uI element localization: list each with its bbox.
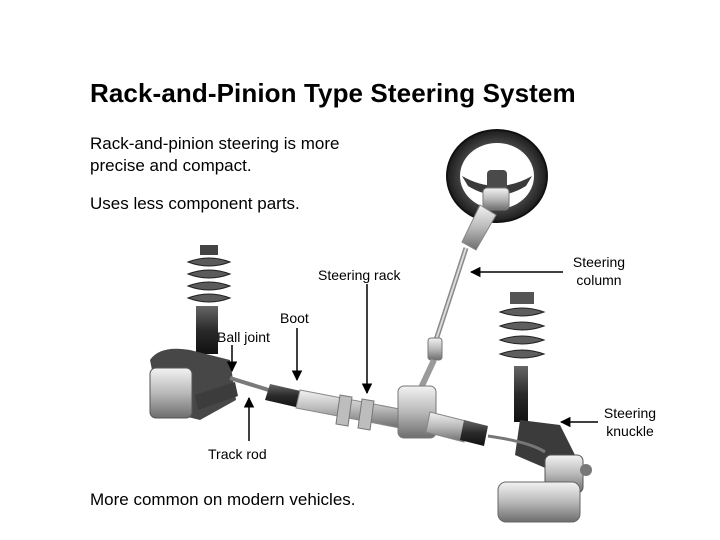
steering-rack-assembly [229, 376, 546, 454]
slide-title: Rack-and-Pinion Type Steering System [90, 78, 576, 108]
label-steering-column-line2: column [576, 272, 622, 288]
left-strut-assembly [149, 245, 238, 420]
label-ball-joint: Ball joint [217, 329, 270, 345]
label-steering-column-line1: Steering [572, 254, 626, 270]
label-steering-knuckle: Steering knuckle [597, 404, 663, 440]
label-steering-rack: Steering rack [318, 267, 401, 283]
steering-column-shaft [417, 204, 497, 392]
bullet-precise-compact: Rack-and-pinion steering is more precise… [90, 134, 340, 175]
label-steering-column: Steering column [565, 253, 633, 289]
label-steering-knuckle-line2: knuckle [606, 423, 654, 439]
annotation-arrows [226, 266, 598, 441]
label-boot: Boot [280, 310, 309, 326]
bullet-less-parts: Uses less component parts. [90, 194, 300, 213]
label-track-rod: Track rod [208, 446, 267, 462]
right-strut-assembly [497, 292, 592, 523]
steering-wheel [446, 129, 548, 223]
label-steering-knuckle-line1: Steering [603, 405, 657, 421]
bullet-modern-vehicles: More common on modern vehicles. [90, 490, 356, 509]
